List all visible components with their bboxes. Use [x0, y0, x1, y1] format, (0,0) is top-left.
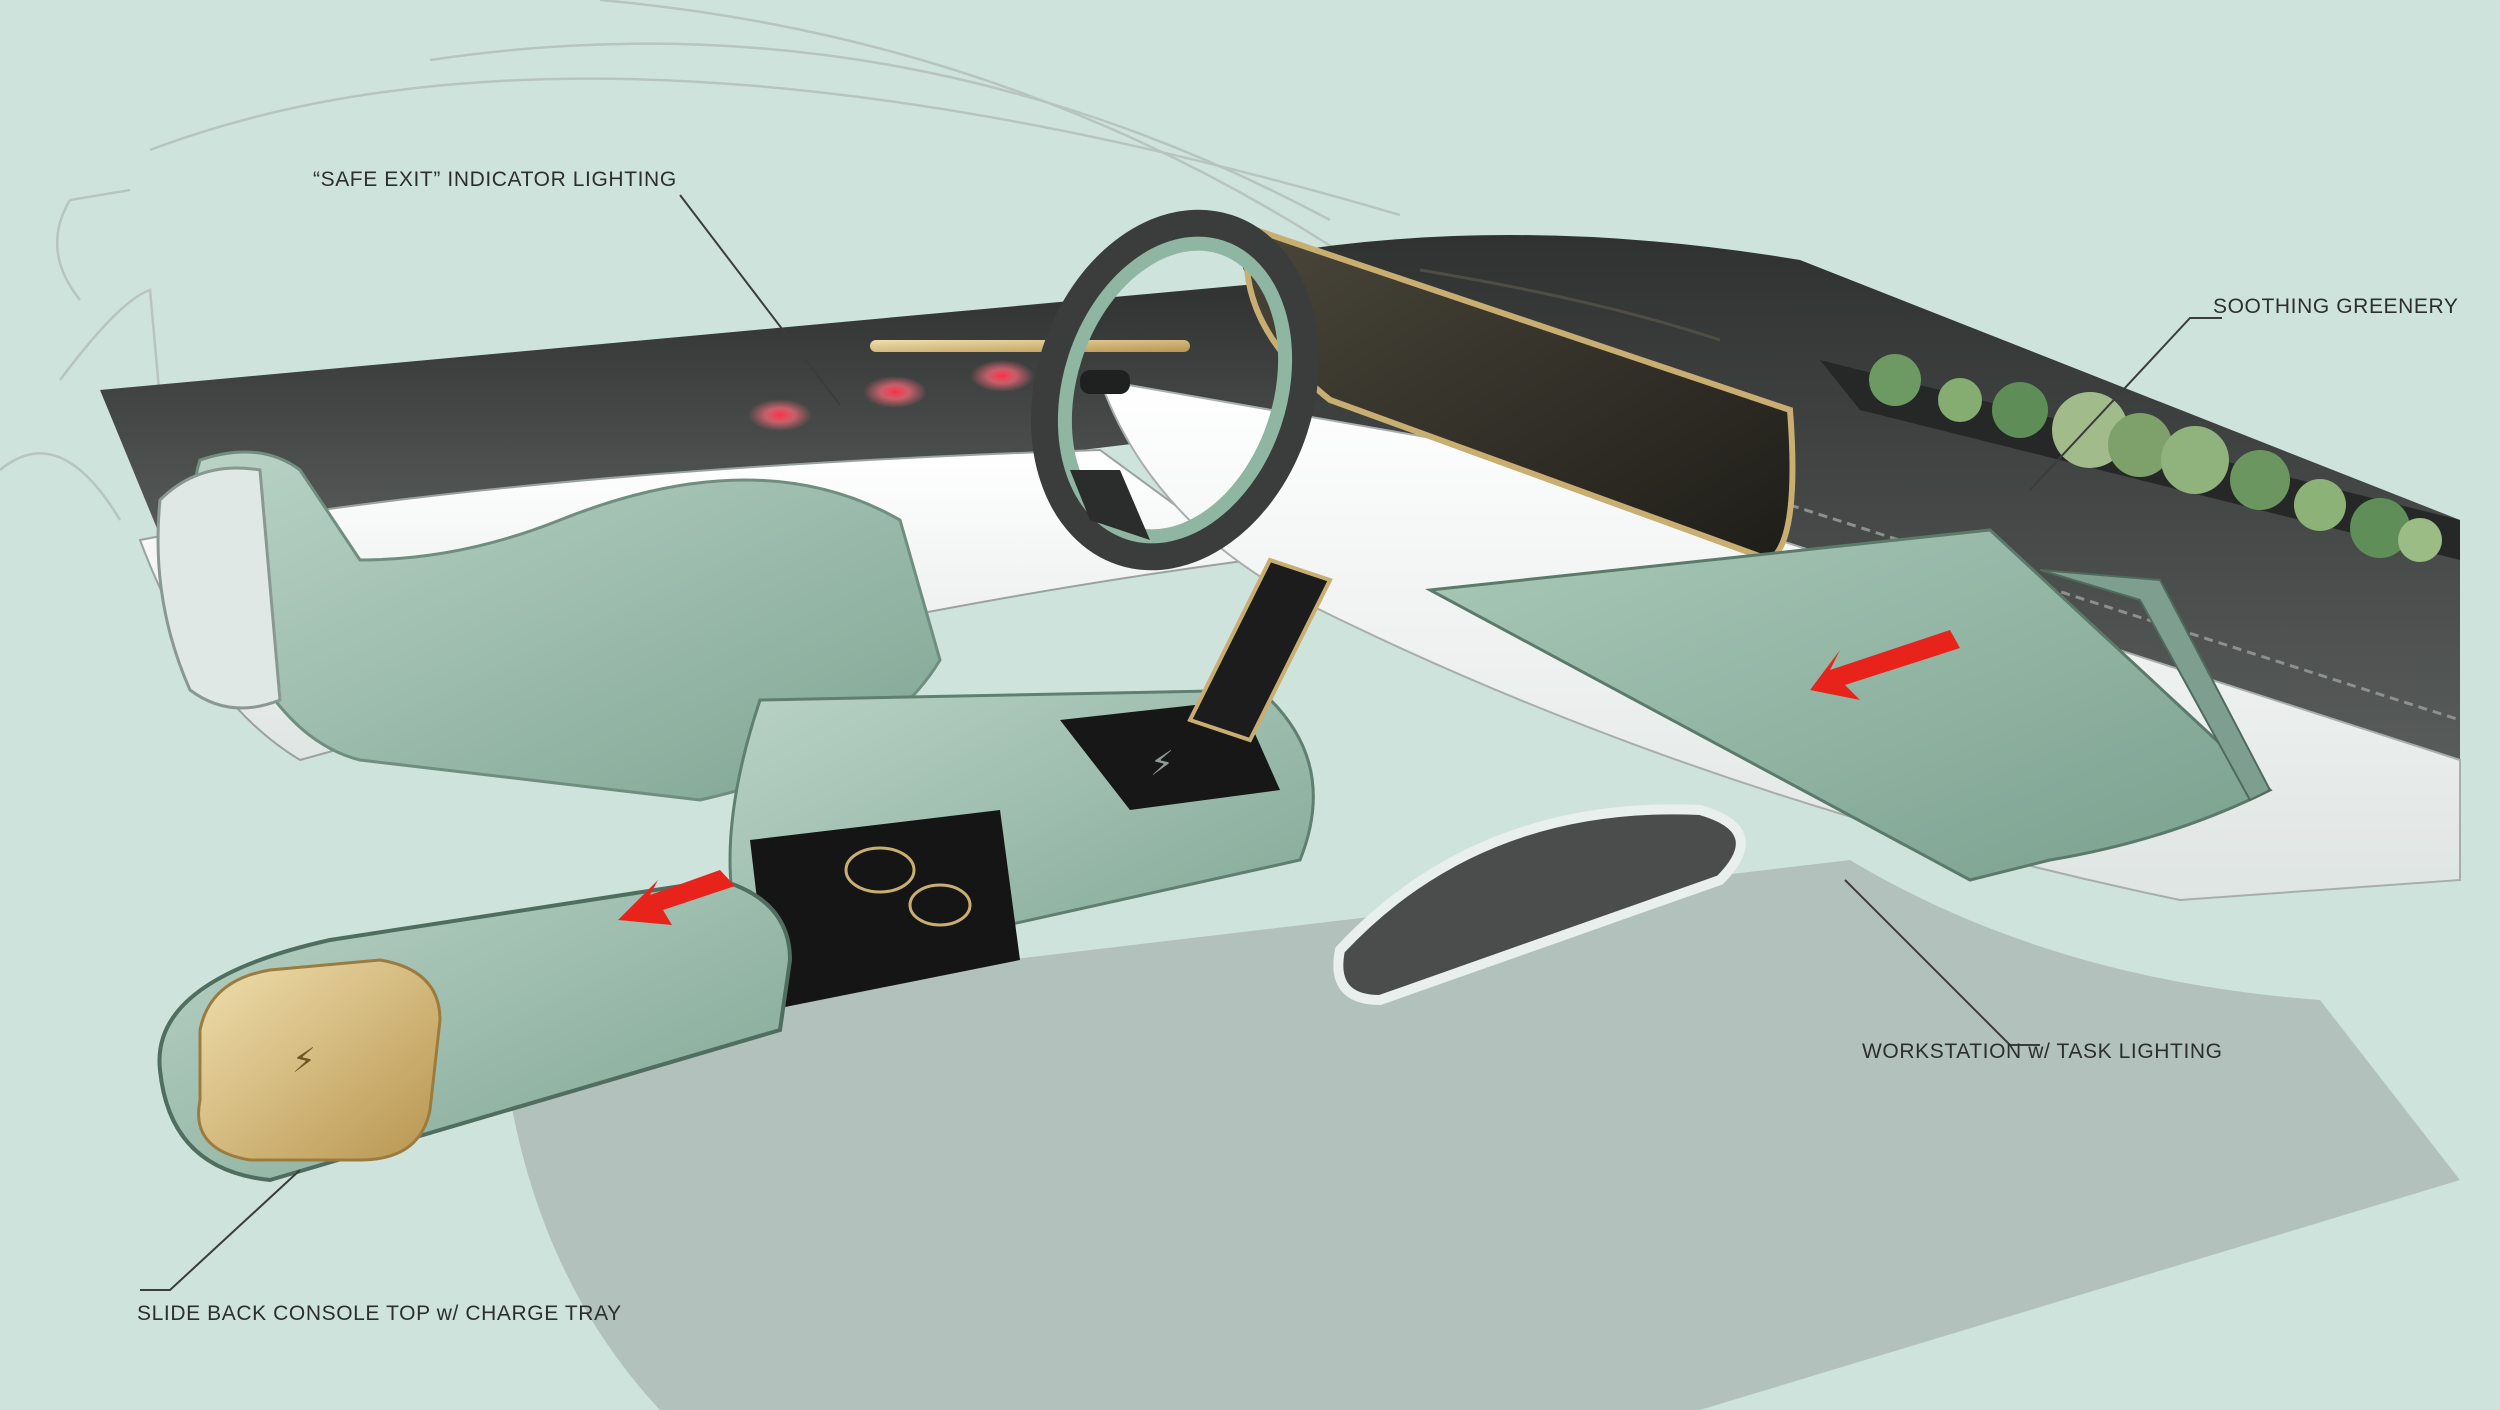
lightning-bolt-icon: ⚡ — [292, 1041, 316, 1081]
callout-leaders — [140, 194, 2222, 1291]
phone — [1187, 557, 1333, 743]
desk-support — [2039, 569, 2272, 802]
callout-slide-console: SLIDE BACK CONSOLE TOP w/ CHARGE TRAY — [137, 1302, 622, 1325]
dash-stitch-line — [1789, 503, 2461, 722]
safe-exit-lights — [748, 340, 1190, 431]
sketch-lines — [0, 0, 1411, 521]
callout-workstation: WORKSTATION w/ TASK LIGHTING — [1862, 1040, 2223, 1063]
charge-tray — [197, 958, 442, 1162]
succulent-plants — [1869, 354, 2442, 562]
floor-shadow — [500, 860, 2460, 1410]
callout-greenery: SOOTHING GREENERY — [2213, 295, 2459, 318]
callout-safe-exit: “SAFE EXIT” INDICATOR LIGHTING — [313, 168, 677, 191]
wireless-charge-icon: ⚡ — [1150, 744, 1174, 784]
steering-wheel — [1031, 209, 1319, 571]
console-cupholder — [750, 810, 1020, 1010]
seat-headrest — [156, 466, 282, 710]
footwell-tray — [1333, 804, 1746, 1006]
direction-arrow-icon — [618, 630, 1960, 925]
center-display — [1243, 224, 1796, 564]
